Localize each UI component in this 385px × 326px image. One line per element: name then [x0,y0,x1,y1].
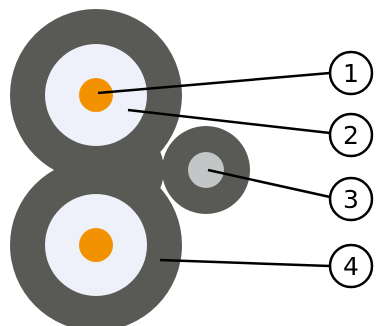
conductor-core-lower [79,228,113,262]
leader-line-4 [159,258,331,268]
drain-wire [188,152,224,188]
callout-circle [328,243,374,289]
callout-3: 3 [328,176,374,222]
outer-jacket [10,9,250,326]
jacket-neck-fill [72,124,164,216]
callout-number: 4 [343,252,359,281]
leader-line-3 [207,168,331,199]
callout-number: 1 [343,59,359,88]
callout-2: 2 [328,112,374,158]
callout-number: 2 [343,121,359,150]
leader-line-2 [127,108,331,135]
callout-4: 4 [328,243,374,289]
callout-circle [328,112,374,158]
callout-circle [328,50,374,96]
callout-1: 1 [328,50,374,96]
leader-line-1 [97,71,331,95]
conductor-core [79,78,113,112]
callout-number: 3 [343,185,359,214]
callout-circle [328,176,374,222]
